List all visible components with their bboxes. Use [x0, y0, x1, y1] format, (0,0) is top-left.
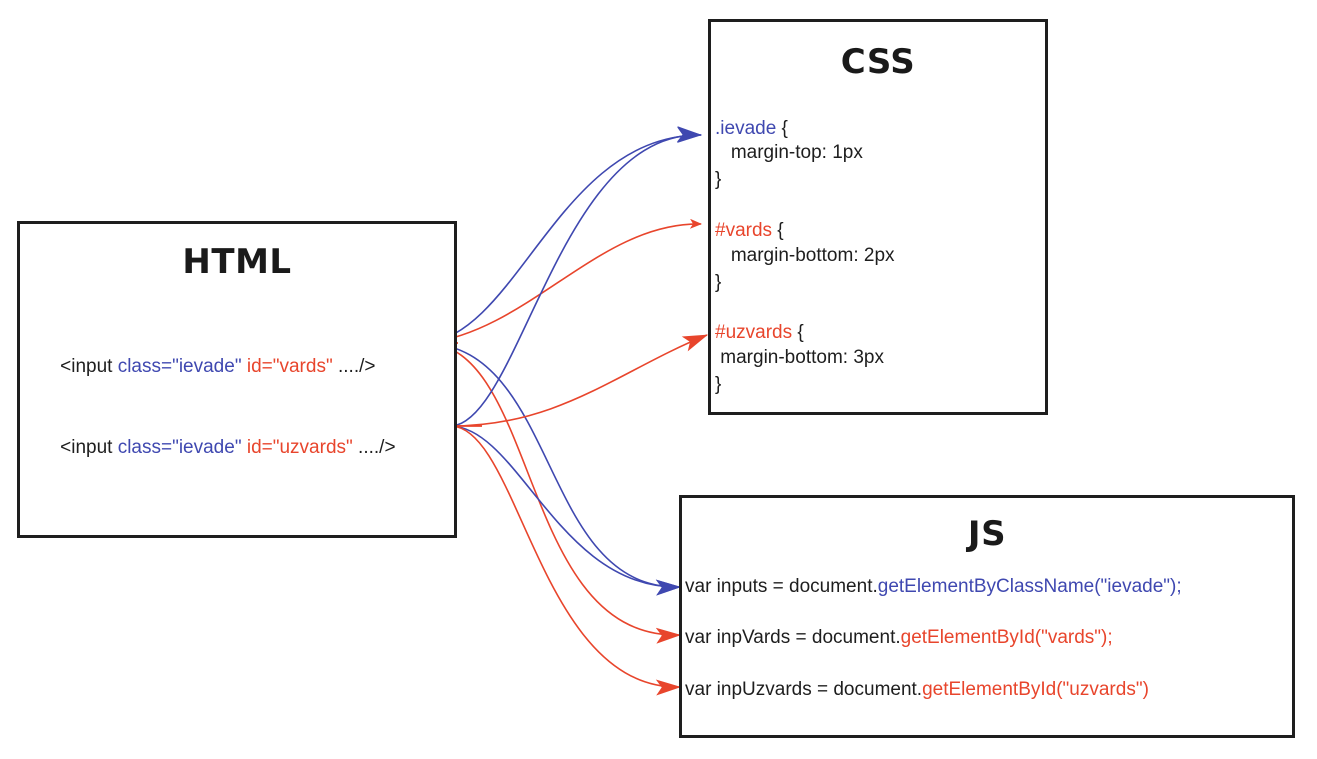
css-rule-uzvards-close-brace: }: [715, 374, 722, 395]
html-line-1-id-attr: id="vards": [246, 356, 333, 377]
html-line-2: <input class="ievade" id="uzvards" ..../…: [39, 419, 396, 476]
js-box-title: JS: [967, 514, 1007, 554]
html-line-2-class-attr: class="ievade": [117, 437, 242, 458]
connector-html-line-1-to-js-line-inpVards: [427, 342, 682, 644]
html-line-1-suffix: ..../>: [332, 356, 376, 377]
js-line-inpUzvards: var inpUzvards = document.getElementById…: [685, 680, 1149, 699]
js-line-inpUzvards-call: getElementById("uzvards"): [922, 679, 1149, 700]
js-line-inputs-call: getElementByClassName("ievade");: [877, 576, 1182, 597]
css-rule-ievade-declaration: margin-top: 1px: [715, 142, 863, 163]
css-box-title: CSS: [840, 42, 916, 82]
connector-html-line-2-to-css-rule-uzvards: [451, 334, 709, 427]
js-line-inpVards-call: getElementById("vards");: [900, 627, 1113, 648]
html-line-1-class-attr: class="ievade": [117, 356, 242, 377]
connector-html-line-2-to-js-line-inputs: [451, 425, 682, 596]
css-rule-ievade-header: .ievade {: [715, 119, 788, 138]
js-line-inputs-prefix: var inputs = document.: [685, 576, 878, 597]
connector-html-line-1-to-css-rule-ievade: [427, 127, 703, 344]
css-rule-ievade-open-brace: {: [776, 118, 788, 139]
connector-html-line-2-to-css-rule-ievade: [451, 126, 703, 427]
connector-edges: [427, 126, 709, 696]
connector-html-line-1-to-js-line-inputs: [427, 342, 682, 596]
css-rule-vards-close-brace: }: [715, 272, 722, 293]
css-box: CSS .ievade { margin-top: 1px } #vards {…: [708, 19, 1048, 415]
js-box: JS var inputs = document.getElementByCla…: [679, 495, 1295, 738]
css-selector-vards: #vards: [715, 220, 773, 241]
css-selector-uzvards: #uzvards: [715, 322, 793, 343]
css-rule-vards-declaration: margin-bottom: 2px: [715, 245, 895, 266]
html-line-2-id-attr: id="uzvards": [246, 437, 353, 458]
css-rule-uzvards-header: #uzvards {: [715, 323, 804, 342]
css-rule-vards-header: #vards {: [715, 221, 784, 240]
css-selector-ievade: .ievade: [715, 118, 777, 139]
css-rule-uzvards-open-brace: {: [792, 322, 804, 343]
css-rule-ievade-close-brace: }: [715, 169, 722, 190]
js-line-inpVards-prefix: var inpVards = document.: [685, 627, 901, 648]
html-box: HTML <input class="ievade" id="vards" ..…: [17, 221, 457, 538]
js-line-inputs: var inputs = document.getElementByClassN…: [685, 577, 1182, 596]
css-rule-vards-open-brace: {: [772, 220, 784, 241]
css-rule-uzvards-declaration: margin-bottom: 3px: [715, 347, 884, 368]
html-line-1-prefix: <input: [60, 356, 118, 377]
js-line-inpUzvards-prefix: var inpUzvards = document.: [685, 679, 923, 700]
html-line-1: <input class="ievade" id="vards" ..../>: [39, 338, 375, 395]
js-line-inpVards: var inpVards = document.getElementById("…: [685, 628, 1113, 647]
html-line-2-prefix: <input: [60, 437, 118, 458]
html-box-title: HTML: [182, 242, 292, 282]
connector-html-line-2-to-js-line-inpUzvards: [451, 425, 682, 696]
html-line-2-suffix: ..../>: [352, 437, 396, 458]
connector-html-line-1-to-css-rule-vards: [427, 218, 702, 344]
